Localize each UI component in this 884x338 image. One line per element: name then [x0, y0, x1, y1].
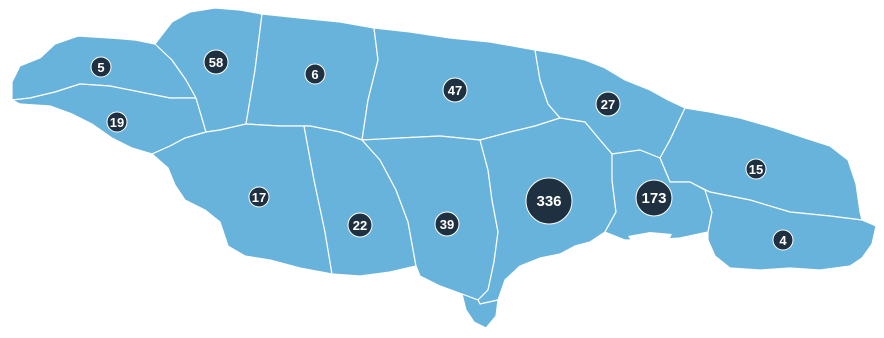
count-marker-circle [635, 179, 673, 217]
count-marker-st-elizabeth[interactable]: 17 [248, 186, 270, 208]
count-marker-st-catherine[interactable]: 336 [525, 177, 573, 225]
count-marker-circle [248, 186, 270, 208]
count-marker-label: 22 [353, 218, 367, 233]
count-marker-label: 5 [97, 60, 104, 75]
count-marker-circle [442, 77, 468, 103]
count-marker-st-ann[interactable]: 47 [442, 77, 468, 103]
count-marker-circle [745, 158, 767, 180]
count-marker-circle [525, 177, 573, 225]
count-marker-circle [304, 63, 326, 85]
count-marker-circle [203, 49, 229, 75]
count-marker-trelawny[interactable]: 6 [304, 63, 326, 85]
count-marker-label: 336 [536, 193, 561, 210]
count-marker-circle [595, 91, 621, 117]
count-marker-label: 4 [779, 233, 787, 248]
kingston-harbour [628, 232, 672, 244]
count-marker-label: 39 [440, 217, 454, 232]
count-marker-st-thomas[interactable]: 4 [772, 229, 794, 251]
count-marker-label: 17 [252, 190, 266, 205]
count-marker-circle [772, 229, 794, 251]
count-marker-hanover[interactable]: 5 [90, 56, 112, 78]
count-marker-st-james[interactable]: 58 [203, 49, 229, 75]
count-marker-portland[interactable]: 15 [745, 158, 767, 180]
count-marker-st-andrew[interactable]: 173 [635, 179, 673, 217]
count-marker-circle [434, 211, 460, 237]
count-marker-label: 58 [209, 55, 223, 70]
count-marker-label: 19 [110, 115, 124, 130]
count-marker-circle [347, 212, 373, 238]
count-marker-label: 15 [749, 162, 763, 177]
count-marker-manchester[interactable]: 22 [347, 212, 373, 238]
parish-st-thomas[interactable] [704, 189, 877, 271]
count-marker-circle [106, 111, 128, 133]
count-marker-westmoreland[interactable]: 19 [106, 111, 128, 133]
count-marker-label: 27 [601, 97, 615, 112]
count-marker-circle [90, 56, 112, 78]
count-marker-clarendon[interactable]: 39 [434, 211, 460, 237]
parish-st-elizabeth[interactable] [151, 123, 333, 275]
count-marker-label: 6 [311, 67, 318, 82]
count-marker-label: 47 [448, 83, 462, 98]
count-marker-label: 173 [641, 190, 666, 207]
count-marker-st-mary[interactable]: 27 [595, 91, 621, 117]
portland-point-peninsula [461, 293, 499, 329]
